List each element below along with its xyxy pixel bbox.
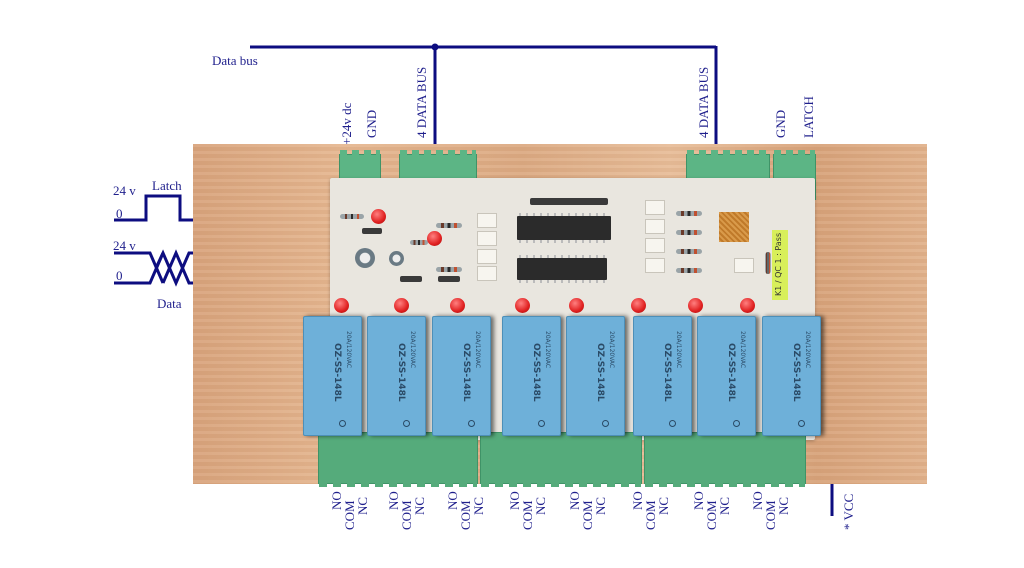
- relay-led-2: [394, 298, 409, 313]
- relay-led-4: [515, 298, 530, 313]
- latch-high-label: 24 v: [113, 183, 136, 198]
- shift-register-ic-1: [517, 213, 611, 243]
- relay-8-nc-label: NC: [776, 496, 791, 515]
- relay-led-3: [450, 298, 465, 313]
- qc-pass-sticker: K1 / QC 1 : Pass: [772, 230, 788, 300]
- output-terminal-block-3: [644, 432, 806, 487]
- relay-6-nc-label: NC: [656, 496, 671, 515]
- resistor: [340, 214, 364, 219]
- output-terminal-block-1: [318, 432, 478, 487]
- relay-led-8: [740, 298, 755, 313]
- data-bus-label: Data bus: [212, 53, 258, 68]
- electrolytic-capacitor: [355, 248, 375, 268]
- diode: [362, 228, 382, 234]
- label-gnd-right: GND: [773, 109, 788, 138]
- resistor: [765, 252, 771, 274]
- optocoupler: [477, 231, 497, 246]
- status-led: [371, 209, 386, 224]
- optocoupler: [645, 238, 665, 253]
- label-data-bus-right: 4 DATA BUS: [696, 66, 711, 138]
- qr-code-sticker: [719, 212, 749, 242]
- data-label: Data: [157, 296, 182, 311]
- label-data-bus-left: 4 DATA BUS: [414, 66, 429, 138]
- output-terminal-block-2: [480, 432, 642, 487]
- qc-pass-text: K1 / QC 1 : Pass: [774, 232, 783, 296]
- resistor: [676, 230, 702, 235]
- shift-register-ic-2: [517, 255, 607, 283]
- relay-1-nc-label: NC: [355, 496, 370, 515]
- resistor: [436, 267, 462, 272]
- label-power-24v: +24v dc: [339, 102, 354, 145]
- optocoupler: [477, 249, 497, 264]
- optocoupler: [477, 213, 497, 228]
- diode: [400, 276, 422, 282]
- optocoupler: [734, 258, 754, 273]
- diode: [438, 276, 460, 282]
- relay-led-5: [569, 298, 584, 313]
- relay-led-6: [631, 298, 646, 313]
- label-gnd-left: GND: [364, 109, 379, 138]
- relay-4-nc-label: NC: [533, 496, 548, 515]
- relay-5-nc-label: NC: [593, 496, 608, 515]
- electrolytic-capacitor: [389, 251, 404, 266]
- data-low-label: 0: [116, 268, 123, 283]
- optocoupler: [645, 219, 665, 234]
- status-led: [427, 231, 442, 246]
- latch-low-label: 0: [116, 206, 123, 221]
- latch-label: Latch: [152, 178, 182, 193]
- resistor: [410, 240, 428, 245]
- data-high-label: 24 v: [113, 238, 136, 253]
- long-diode: [530, 198, 608, 205]
- optocoupler: [645, 258, 665, 273]
- resistor: [676, 211, 702, 216]
- optocoupler: [645, 200, 665, 215]
- relay-7-nc-label: NC: [717, 496, 732, 515]
- relay-3-nc-label: NC: [471, 496, 486, 515]
- resistor: [676, 249, 702, 254]
- vcc-label: * VCC: [841, 493, 856, 530]
- optocoupler: [477, 266, 497, 281]
- resistor: [676, 268, 702, 273]
- label-latch: LATCH: [801, 96, 816, 138]
- resistor: [436, 223, 462, 228]
- relay-led-1: [334, 298, 349, 313]
- latch-waveform: [114, 194, 216, 222]
- relay-led-7: [688, 298, 703, 313]
- relay-2-nc-label: NC: [412, 496, 427, 515]
